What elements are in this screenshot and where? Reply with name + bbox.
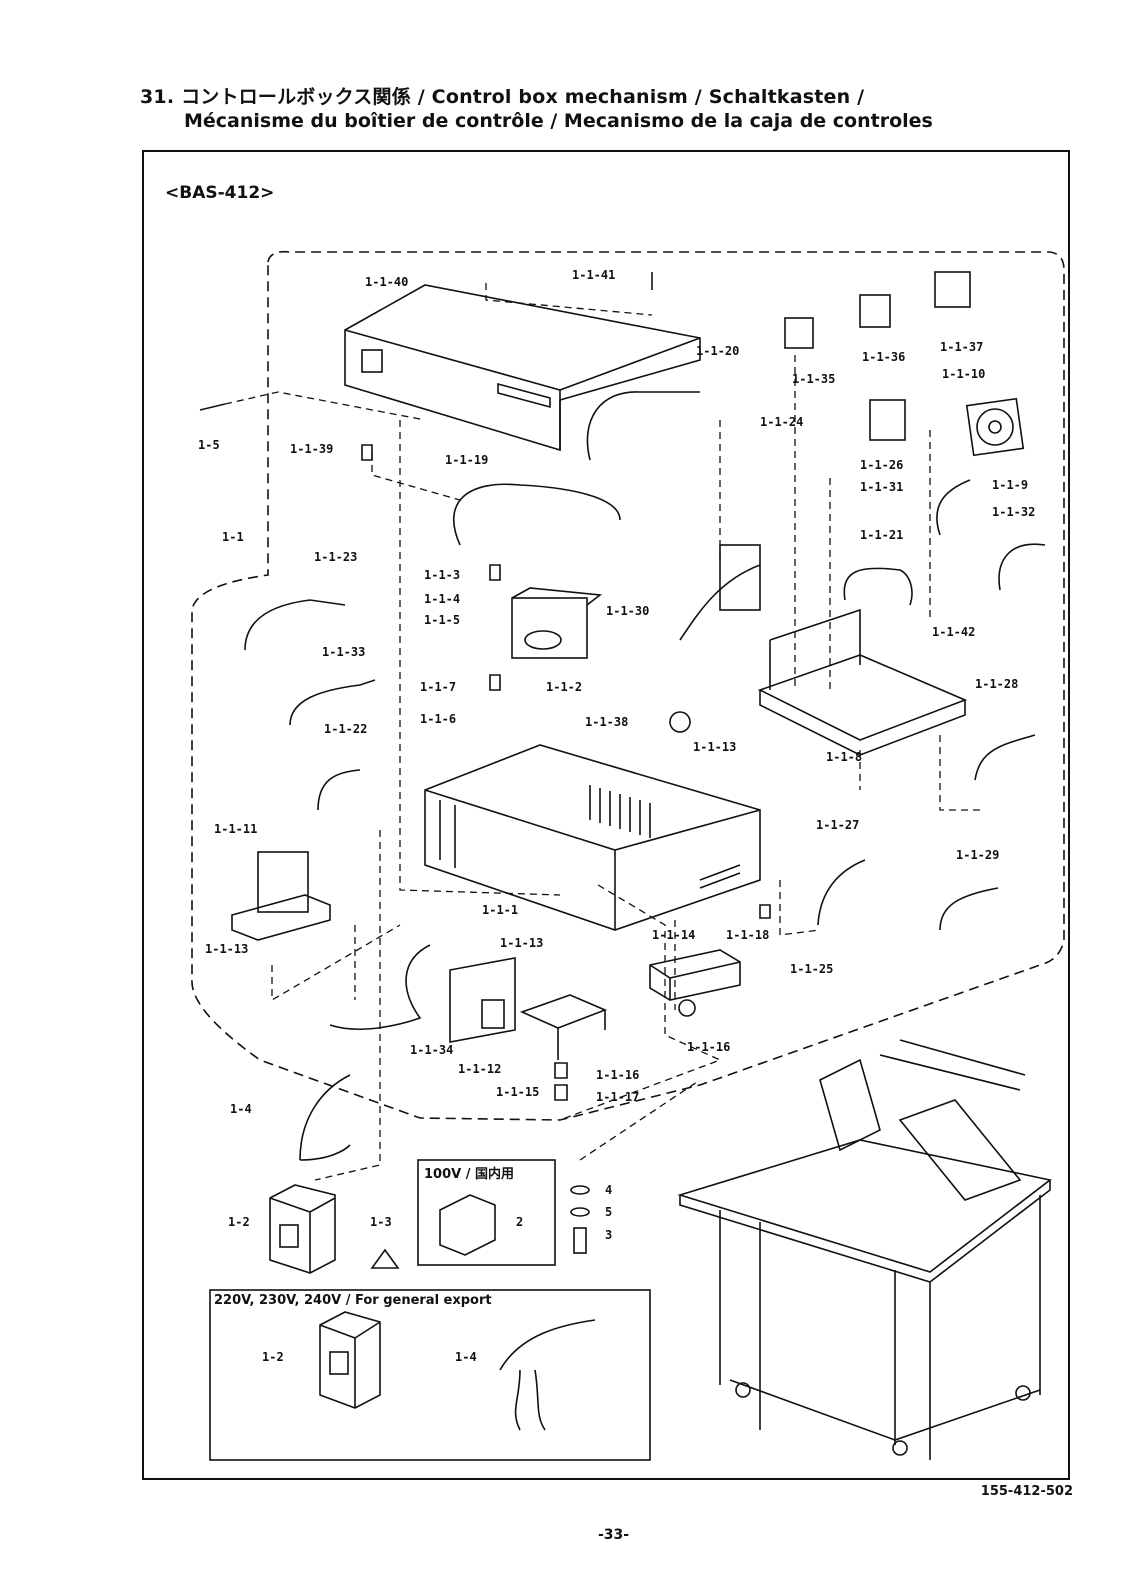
part-label: 1-1-17 — [596, 1090, 640, 1104]
power-supply — [231, 851, 331, 941]
connectors-top — [719, 271, 971, 611]
main-chassis — [424, 744, 761, 931]
part-label: 1-1-39 — [290, 442, 334, 456]
part-label: 1-3 — [370, 1215, 392, 1229]
part-label: 1-1-28 — [975, 677, 1019, 691]
harness-1-1-34 — [329, 944, 431, 1031]
document-code: 155-412-502 — [980, 1484, 1073, 1499]
harness-1-1-31 — [936, 479, 971, 536]
screw-stack — [570, 1185, 590, 1254]
part-label: 1-1-16 — [687, 1040, 731, 1054]
domestic-connector — [439, 1194, 496, 1256]
part-label: 1-1-15 — [496, 1085, 540, 1099]
part-label: 1-1-29 — [956, 848, 1000, 862]
part-label: 1-1-1 — [482, 903, 519, 917]
harness-1-1-33 — [289, 679, 376, 726]
heading-line-1: 31. コントロールボックス関係 / Control box mechanism… — [140, 86, 865, 108]
export-box-title: 220V, 230V, 240V / For general export — [214, 1293, 492, 1308]
transformer — [511, 587, 603, 659]
harness-1-1-29 — [939, 887, 999, 931]
part-label: 1-1-21 — [860, 528, 904, 542]
part-label: 1-1-31 — [860, 480, 904, 494]
part-label: 1-2 — [262, 1350, 284, 1364]
model-label: <BAS-412> — [165, 183, 275, 203]
part-label: 1-1-34 — [410, 1043, 454, 1057]
bracket — [519, 994, 608, 1060]
part-label: 1-1-32 — [992, 505, 1036, 519]
part-label: 1-2 — [228, 1215, 250, 1229]
harness-1-1-22 — [317, 769, 361, 811]
part-label: 1-1-13 — [500, 936, 544, 950]
part-label: 1-1-25 — [790, 962, 834, 976]
part-label: 3 — [605, 1228, 613, 1242]
part-label: 1-1-33 — [322, 645, 366, 659]
part-label: 1-1-5 — [424, 613, 461, 627]
page-number: -33- — [598, 1527, 630, 1543]
heading-line-2: Mécanisme du boîtier de contrôle / Mecan… — [184, 110, 933, 132]
part-label: 1-1-26 — [860, 458, 904, 472]
part-label: 1-1-16 — [596, 1068, 640, 1082]
machine-illustration — [677, 1039, 1052, 1460]
harness-1-1-28 — [974, 734, 1036, 781]
part-label: 1-1-27 — [816, 818, 860, 832]
export-harness — [499, 1319, 596, 1431]
part-label: 1-1-7 — [420, 680, 457, 694]
assembly-boundary — [191, 250, 1065, 1121]
part-label: 1-1-36 — [862, 350, 906, 364]
part-label: 1-1-38 — [585, 715, 629, 729]
harness-1-1-30 — [679, 564, 761, 641]
part-label: 1-1-42 — [932, 625, 976, 639]
top-cover — [344, 284, 701, 452]
part-label: 1-1-13 — [205, 942, 249, 956]
harness-1-1-23 — [244, 599, 346, 651]
harness-1-1-27 — [817, 859, 866, 926]
breaker — [269, 1184, 336, 1274]
part-label: 1-1-8 — [826, 750, 863, 764]
part-label: 1-4 — [455, 1350, 477, 1364]
part-label: 1-1-6 — [420, 712, 457, 726]
export-box-frame — [209, 1289, 651, 1461]
part-label: 1-1-19 — [445, 453, 489, 467]
part-label: 1-1-18 — [726, 928, 770, 942]
part-label: 1-1-37 — [940, 340, 984, 354]
part-label: 5 — [605, 1205, 613, 1219]
part-label: 1-1-20 — [696, 344, 740, 358]
part-label: 1-1-9 — [992, 478, 1029, 492]
domestic-box-title: 100V / 国内用 — [424, 1167, 514, 1182]
warning-triangle — [370, 1248, 400, 1269]
part-label: 1-1-40 — [365, 275, 409, 289]
diagram-frame — [142, 150, 1070, 1480]
export-breaker — [319, 1311, 381, 1409]
part-label: 1-1-12 — [458, 1062, 502, 1076]
harness-1-4 — [299, 1074, 351, 1161]
part-label: 4 — [605, 1183, 613, 1197]
floppy-drive — [649, 949, 741, 1001]
harness-1-1-19 — [453, 483, 621, 546]
part-label: 1-1-10 — [942, 367, 986, 381]
part-label: 1-1-3 — [424, 568, 461, 582]
part-label: 1-4 — [230, 1102, 252, 1116]
harness-1-1-21 — [843, 567, 913, 606]
part-label: 1-1-35 — [792, 372, 836, 386]
part-label: 1-1-13 — [693, 740, 737, 754]
part-label: 1-1 — [222, 530, 244, 544]
domestic-box-frame — [417, 1159, 556, 1266]
part-label: 1-1-2 — [546, 680, 583, 694]
fan — [965, 397, 1025, 457]
part-label: 1-1-30 — [606, 604, 650, 618]
part-label: 1-1-11 — [214, 822, 258, 836]
part-label: 1-1-14 — [652, 928, 696, 942]
part-label: 1-1-4 — [424, 592, 461, 606]
part-label: 1-1-23 — [314, 550, 358, 564]
part-label: 1-1-41 — [572, 268, 616, 282]
board — [449, 957, 516, 1043]
screws — [199, 272, 771, 1101]
part-label: 1-5 — [198, 438, 220, 452]
harness-1-1-20 — [586, 391, 700, 461]
part-label: 1-1-24 — [760, 415, 804, 429]
part-label: 1-1-22 — [324, 722, 368, 736]
part-label: 2 — [516, 1215, 524, 1229]
harness-1-1-32 — [998, 543, 1046, 591]
